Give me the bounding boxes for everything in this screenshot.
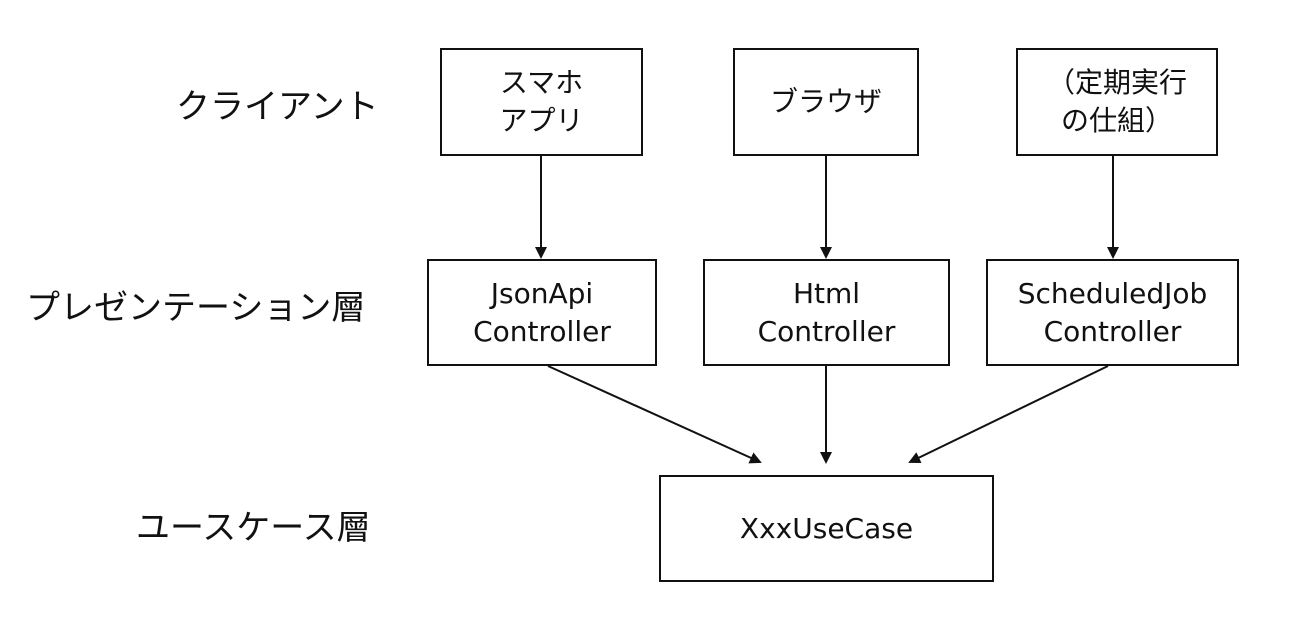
- client-box-mobile-app: スマホ アプリ: [440, 48, 643, 156]
- client-browser-line-1: ブラウザ: [769, 85, 882, 118]
- layer-label-usecase: ユースケース層: [136, 508, 371, 548]
- usecase-name: XxxUseCase: [739, 511, 914, 545]
- controller-html-line-1: Html: [792, 276, 861, 310]
- client-mobile-line-1: スマホ: [499, 66, 584, 99]
- controller-scheduled-line-1: ScheduledJob: [1017, 276, 1208, 310]
- client-scheduler-line-1: （定期実行: [1046, 66, 1187, 99]
- layer-label-presentation: プレゼンテーション層: [26, 288, 366, 328]
- controller-box-jsonapi: JsonApi Controller: [427, 259, 657, 366]
- client-mobile-line-2: アプリ: [499, 104, 584, 137]
- controller-json-line-1: JsonApi: [490, 276, 594, 310]
- arrow-scheduled-to-usecase: [908, 365, 1109, 464]
- controller-scheduled-line-2: Controller: [1043, 314, 1182, 348]
- controller-json-line-2: Controller: [473, 314, 611, 348]
- client-box-scheduler: （定期実行 の仕組）: [1016, 48, 1218, 156]
- layer-label-client: クライアント: [176, 87, 379, 127]
- arrow-json-to-usecase: [547, 365, 762, 464]
- controller-html-line-2: Controller: [757, 314, 896, 348]
- controller-box-html: Html Controller: [703, 259, 950, 366]
- client-box-browser: ブラウザ: [733, 48, 919, 156]
- usecase-box: XxxUseCase: [659, 475, 994, 582]
- controller-box-scheduledjob: ScheduledJob Controller: [986, 259, 1239, 366]
- client-scheduler-line-2: の仕組）: [1060, 104, 1173, 137]
